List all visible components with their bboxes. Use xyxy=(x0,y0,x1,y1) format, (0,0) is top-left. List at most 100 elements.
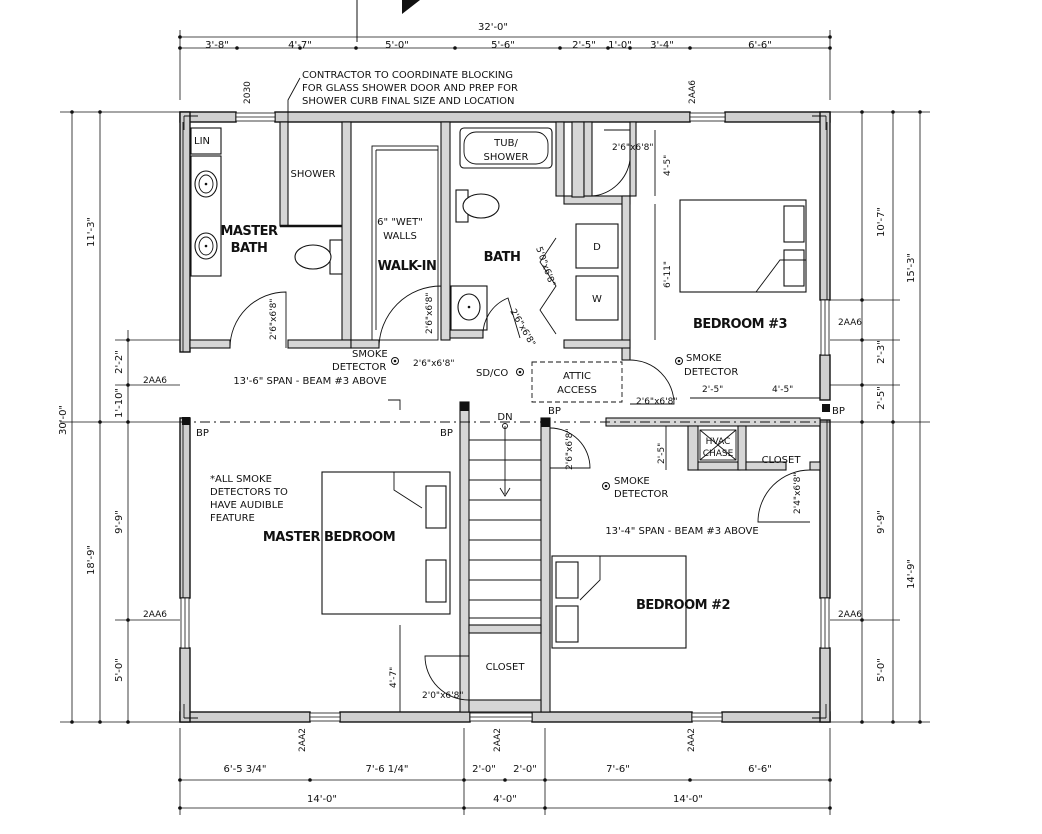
stairs-down-label: DN xyxy=(497,412,512,423)
smoke-label-1b: DETECTOR xyxy=(332,362,386,373)
window-label-7: 2AA2 xyxy=(298,728,308,752)
bed-bedroom3 xyxy=(679,199,807,293)
attic-access xyxy=(531,361,623,403)
top-dim-7: 3'-4" xyxy=(650,40,674,51)
doors xyxy=(229,129,811,701)
left-dim-inner-3: 9'-9" xyxy=(114,510,125,534)
top-dim-1: 3'-8" xyxy=(205,40,229,51)
sink-icon xyxy=(194,170,218,260)
left-dim-outer-top: 11'-3" xyxy=(86,217,97,247)
hvac-label-1: HVAC xyxy=(706,437,731,447)
window-label-6: 2AA6 xyxy=(838,610,862,620)
smoke-note: *ALL SMOKE DETECTORS TO HAVE AUDIBLE FEA… xyxy=(210,474,288,524)
interior-dim-b: 6'-11" xyxy=(663,261,673,288)
window-label-9: 2AA2 xyxy=(687,728,697,752)
door-label-9: 2'4"x6'8" xyxy=(793,473,803,514)
bottom-total-1: 14'-0" xyxy=(307,794,337,805)
right-dim-outer-bottom: 14'-9" xyxy=(906,559,917,589)
linen-label: LIN xyxy=(194,136,210,147)
hvac-label-2: CHASE xyxy=(703,449,734,459)
toilet-icon xyxy=(294,239,343,275)
left-dim-outer-bottom: 18'-9" xyxy=(86,545,97,575)
smoke-label-2a: SMOKE xyxy=(686,353,722,364)
bottom-dim-5: 7'-6" xyxy=(606,764,630,775)
bed-bedroom2 xyxy=(551,555,687,649)
bottom-dim-1: 6'-5 3/4" xyxy=(224,764,267,775)
bearing-posts xyxy=(182,402,830,427)
overall-depth-dim: 30'-0" xyxy=(58,405,69,435)
bp-label-1: BP xyxy=(196,428,209,439)
room-bedroom3: BEDROOM #3 xyxy=(693,317,788,332)
interior-dim-lines xyxy=(399,130,820,712)
wall-hatch xyxy=(182,122,828,598)
dimension-lines xyxy=(60,30,930,815)
wet-walls-label-2: WALLS xyxy=(383,231,417,242)
top-dim-2: 4'-7" xyxy=(288,40,312,51)
room-master-bedroom: MASTER BEDROOM xyxy=(263,530,395,545)
door-label-3: 2'6"x6'8" xyxy=(413,359,454,369)
room-walk-in: WALK-IN xyxy=(378,259,437,274)
window-label-5: 2AA6 xyxy=(143,610,167,620)
right-dim-inner-2: 2'-3" xyxy=(876,340,887,364)
smoke-label-2b: DETECTOR xyxy=(684,367,738,378)
sdco-label: SD/CO xyxy=(476,368,508,379)
dryer-label: D xyxy=(593,242,601,253)
bp-label-3: BP xyxy=(548,406,561,417)
walk-in-shelving xyxy=(371,145,439,341)
smoke-note-2: DETECTORS TO xyxy=(210,487,288,498)
contractor-note-3: SHOWER CURB FINAL SIZE AND LOCATION xyxy=(302,96,515,107)
bottom-total-2: 4'-0" xyxy=(493,794,517,805)
beam-label-bottom: 13'-4" SPAN - BEAM #3 ABOVE xyxy=(605,526,758,537)
bed-master xyxy=(321,471,451,615)
interior-dim-c: 2'-5" xyxy=(702,385,723,395)
dryer xyxy=(575,223,619,269)
right-dim-inner-4: 9'-9" xyxy=(876,510,887,534)
right-dim-outer-top: 15'-3" xyxy=(906,253,917,283)
sink-icon xyxy=(450,285,488,331)
bp-label-2: BP xyxy=(440,428,453,439)
toilet-icon xyxy=(455,189,500,223)
interior-dim-e: 2'-5" xyxy=(657,443,667,464)
door-label-2: 2'6"x6'8" xyxy=(425,293,435,334)
left-dim-inner-4: 5'-0" xyxy=(114,658,125,682)
attic-label-2: ACCESS xyxy=(557,385,597,396)
bottom-dim-2: 7'-6 1/4" xyxy=(366,764,409,775)
room-bath: BATH xyxy=(484,250,521,265)
right-dim-inner-1: 10'-7" xyxy=(876,207,887,237)
tub-label-1: TUB/ xyxy=(493,138,518,149)
top-dim-6: 1'-0" xyxy=(608,40,632,51)
smoke-label-3a: SMOKE xyxy=(614,476,650,487)
beam-label-top: 13'-6" SPAN - BEAM #3 ABOVE xyxy=(233,376,386,387)
smoke-note-3: HAVE AUDIBLE xyxy=(210,500,284,511)
room-master-bath-1: MASTER xyxy=(220,224,278,239)
interior-dim-a: 4'-5" xyxy=(663,155,673,176)
door-label-1: 2'6"x6'8" xyxy=(269,299,279,340)
top-dim-4: 5'-6" xyxy=(491,40,515,51)
tub-icon xyxy=(459,127,553,169)
contractor-note-2: FOR GLASS SHOWER DOOR AND PREP FOR xyxy=(302,83,518,94)
attic-label-1: ATTIC xyxy=(563,371,591,382)
window-label-1: 2030 xyxy=(243,81,253,104)
door-label-8: 2'6"x6'8" xyxy=(565,429,575,470)
stairs xyxy=(469,423,541,619)
smoke-note-4: FEATURE xyxy=(210,513,255,524)
closet-label-2: CLOSET xyxy=(762,455,802,466)
smoke-label-1a: SMOKE xyxy=(352,349,388,360)
overall-width-dim: 32'-0" xyxy=(478,22,508,33)
smoke-note-1: *ALL SMOKE xyxy=(210,474,272,485)
wet-walls-label-1: 6" "WET" xyxy=(377,217,423,228)
contractor-note-1: CONTRACTOR TO COORDINATE BLOCKING xyxy=(302,70,513,81)
hvac-chase xyxy=(699,429,737,461)
left-dim-inner-2: 1'-10" xyxy=(114,388,125,418)
bottom-dim-6: 6'-6" xyxy=(748,764,772,775)
window-label-3: 2AA6 xyxy=(143,376,167,386)
top-dim-8: 6'-6" xyxy=(748,40,772,51)
bottom-total-3: 14'-0" xyxy=(673,794,703,805)
right-dim-inner-3: 2'-5" xyxy=(876,386,887,410)
contractor-note: CONTRACTOR TO COORDINATE BLOCKING FOR GL… xyxy=(287,70,518,226)
room-bedroom2: BEDROOM #2 xyxy=(636,598,730,613)
door-label-6: 5'0"x6'8" xyxy=(533,246,557,288)
interior-dim-d: 4'-5" xyxy=(772,385,793,395)
window-label-8: 2AA2 xyxy=(493,728,503,752)
bottom-dim-4: 2'-0" xyxy=(513,764,537,775)
